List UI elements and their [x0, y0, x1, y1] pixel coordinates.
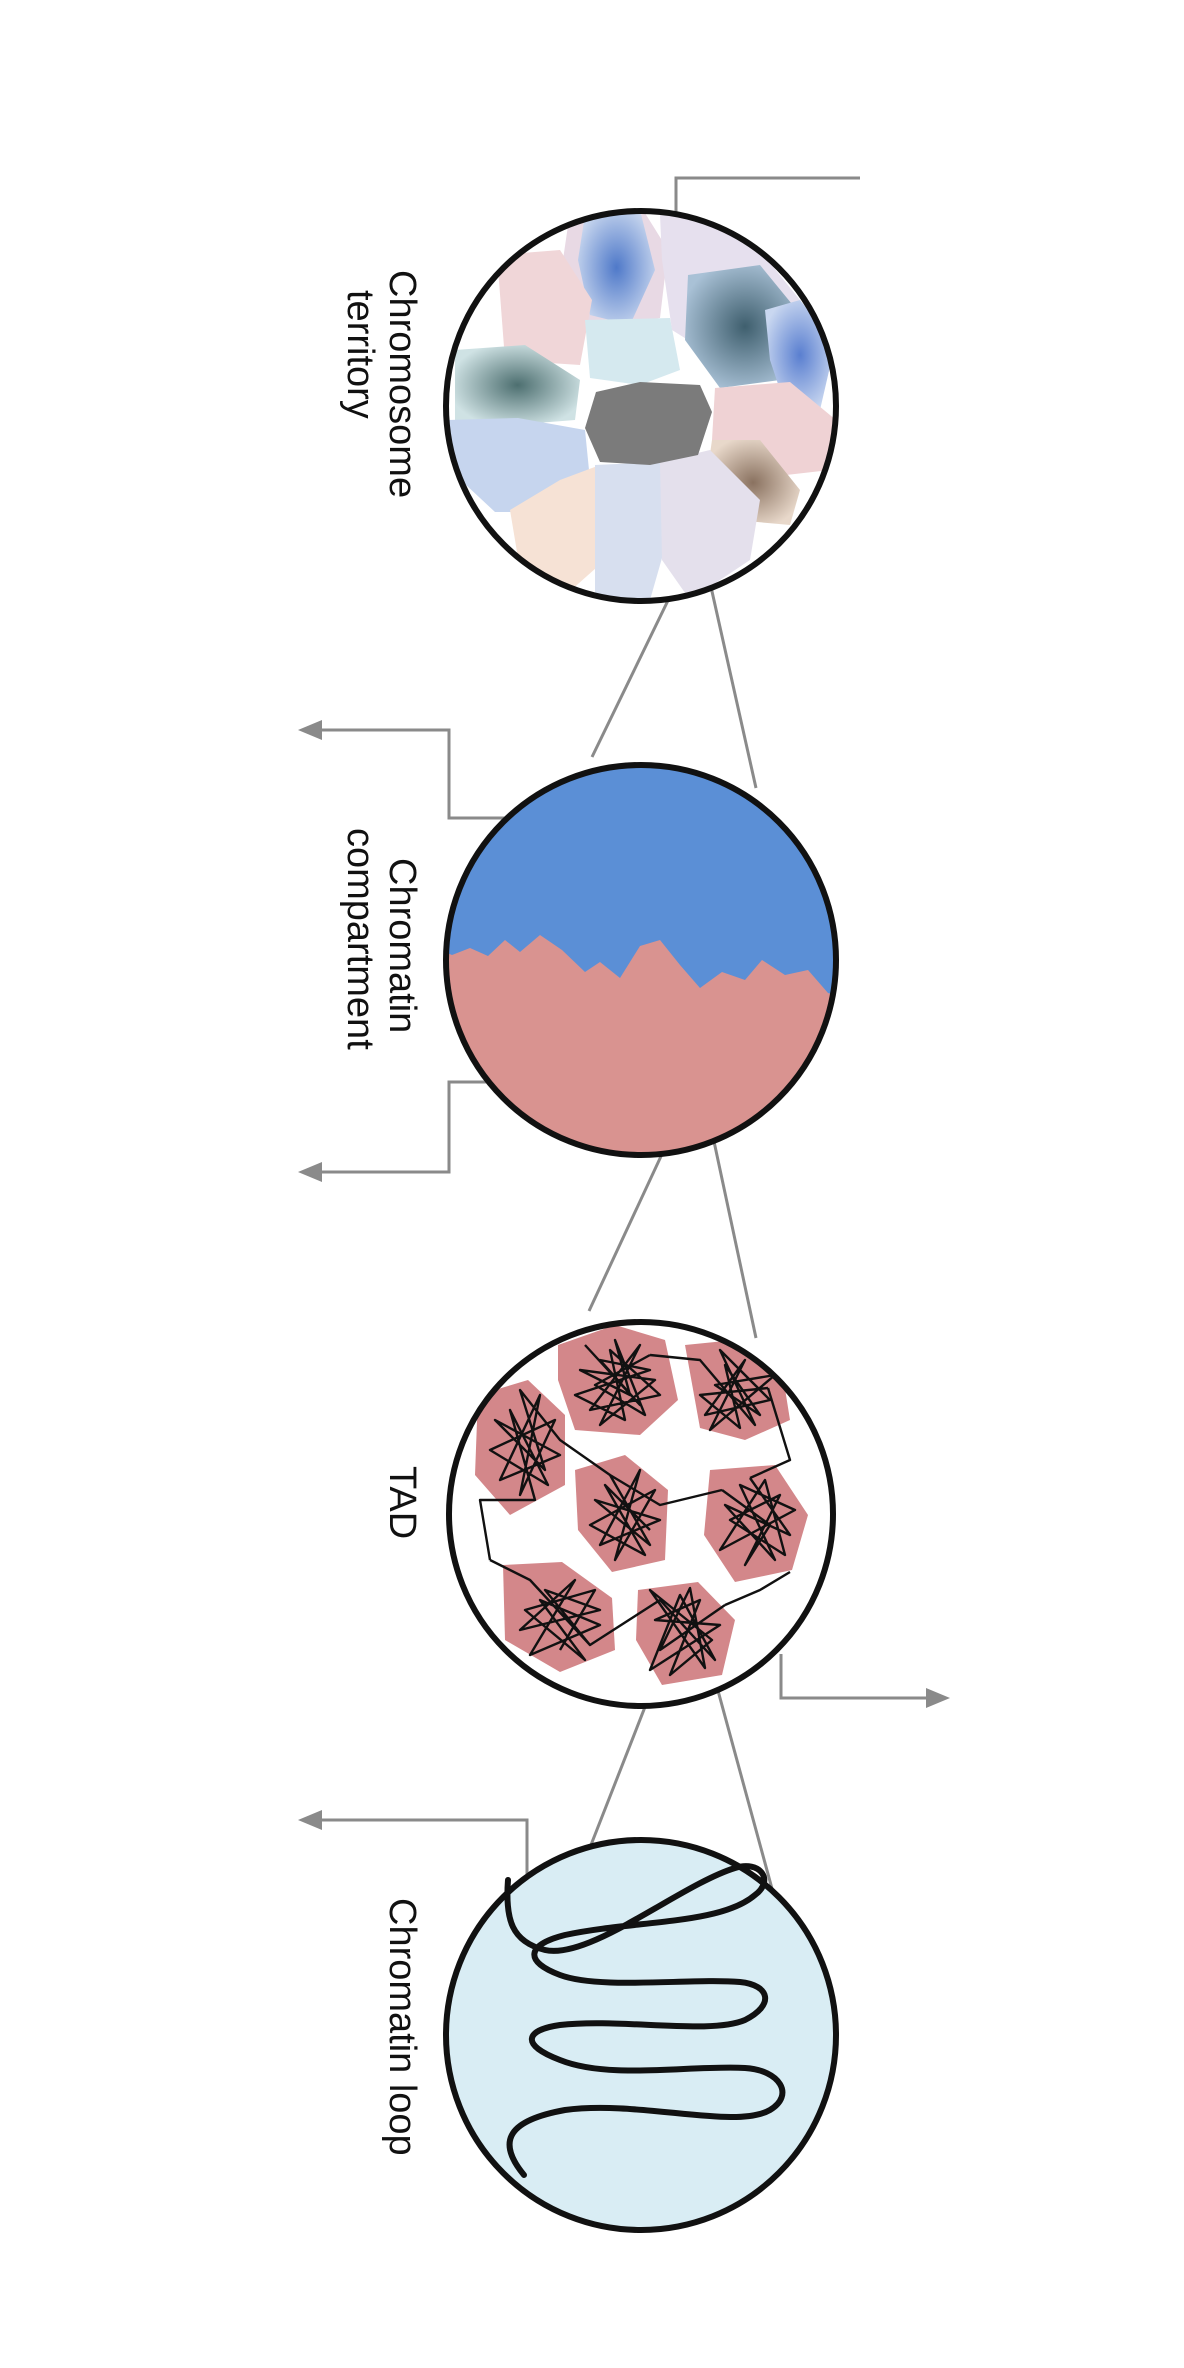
chromatin-compartment-circle	[443, 762, 839, 1158]
tad-arrow-line	[779, 1654, 932, 1700]
compartment-b-arrowhead	[298, 1162, 322, 1182]
tad-domain-6	[503, 1562, 615, 1672]
loop-arrow-line	[315, 1818, 529, 1878]
compartment-a-arrowhead	[298, 720, 322, 740]
loop-label: Chromatin loop	[381, 1898, 423, 2156]
tad-circle	[446, 1319, 836, 1709]
tad-label: TAD	[381, 1466, 423, 1539]
arrowheads	[298, 720, 950, 1830]
compartment-funnel-right	[707, 1117, 758, 1339]
tad-arrowhead	[926, 1688, 950, 1708]
loop-arrowhead	[298, 1810, 322, 1830]
tad-chromatin-fiber	[478, 1338, 797, 1677]
chromatin-loop-circle	[443, 1837, 839, 2233]
compartment-label: Chromatin compartment	[339, 828, 423, 1050]
territory-funnel-left	[590, 583, 678, 758]
territory-label: Chromosome territory	[339, 270, 423, 509]
chromosome-territory-circle	[443, 208, 839, 604]
territory-funnel-right	[707, 577, 758, 789]
territory-top-connector	[674, 176, 860, 212]
